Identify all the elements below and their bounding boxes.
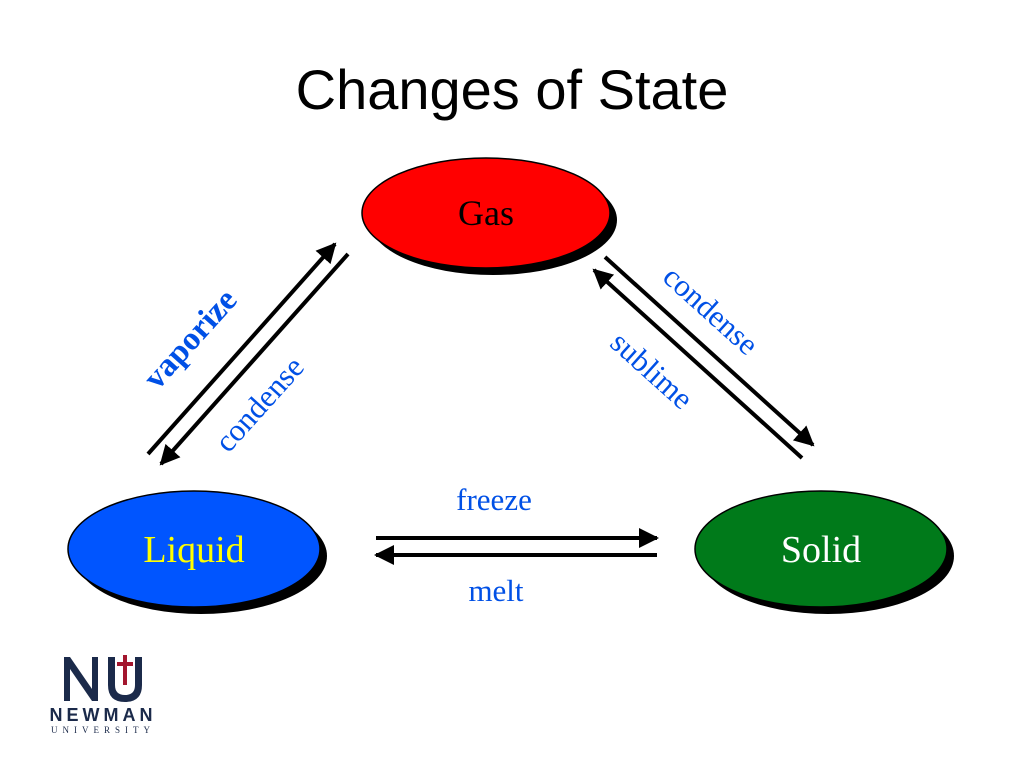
gas-node: Gas xyxy=(361,157,617,275)
solid-node: Solid xyxy=(694,490,954,614)
arrow-gas-to-liquid xyxy=(159,252,350,466)
liquid-label: Liquid xyxy=(143,529,244,571)
label-condense-right: condense xyxy=(656,259,765,362)
cross-icon xyxy=(123,655,127,685)
solid-ellipse xyxy=(694,490,948,608)
arrow-solid-to-gas xyxy=(592,268,804,460)
liquid-node: Liquid xyxy=(67,490,327,614)
arrow-gas-to-solid xyxy=(603,255,815,447)
arrow-liquid-to-gas xyxy=(146,242,337,456)
slide-title: Changes of State xyxy=(295,58,729,121)
label-melt: melt xyxy=(468,573,523,608)
logo-name: NEWMAN xyxy=(49,705,157,725)
newman-logo-mark xyxy=(64,655,142,702)
logo-subtitle: UNIVERSITY xyxy=(51,725,155,735)
liquid-ellipse xyxy=(67,490,321,608)
label-sublime: sublime xyxy=(604,324,700,416)
label-freeze: freeze xyxy=(456,482,532,517)
label-condense-left: condense xyxy=(208,349,311,458)
gas-label: Gas xyxy=(458,193,514,233)
solid-label: Solid xyxy=(781,529,861,571)
gas-ellipse xyxy=(361,157,611,269)
label-vaporize: vaporize xyxy=(137,282,245,396)
